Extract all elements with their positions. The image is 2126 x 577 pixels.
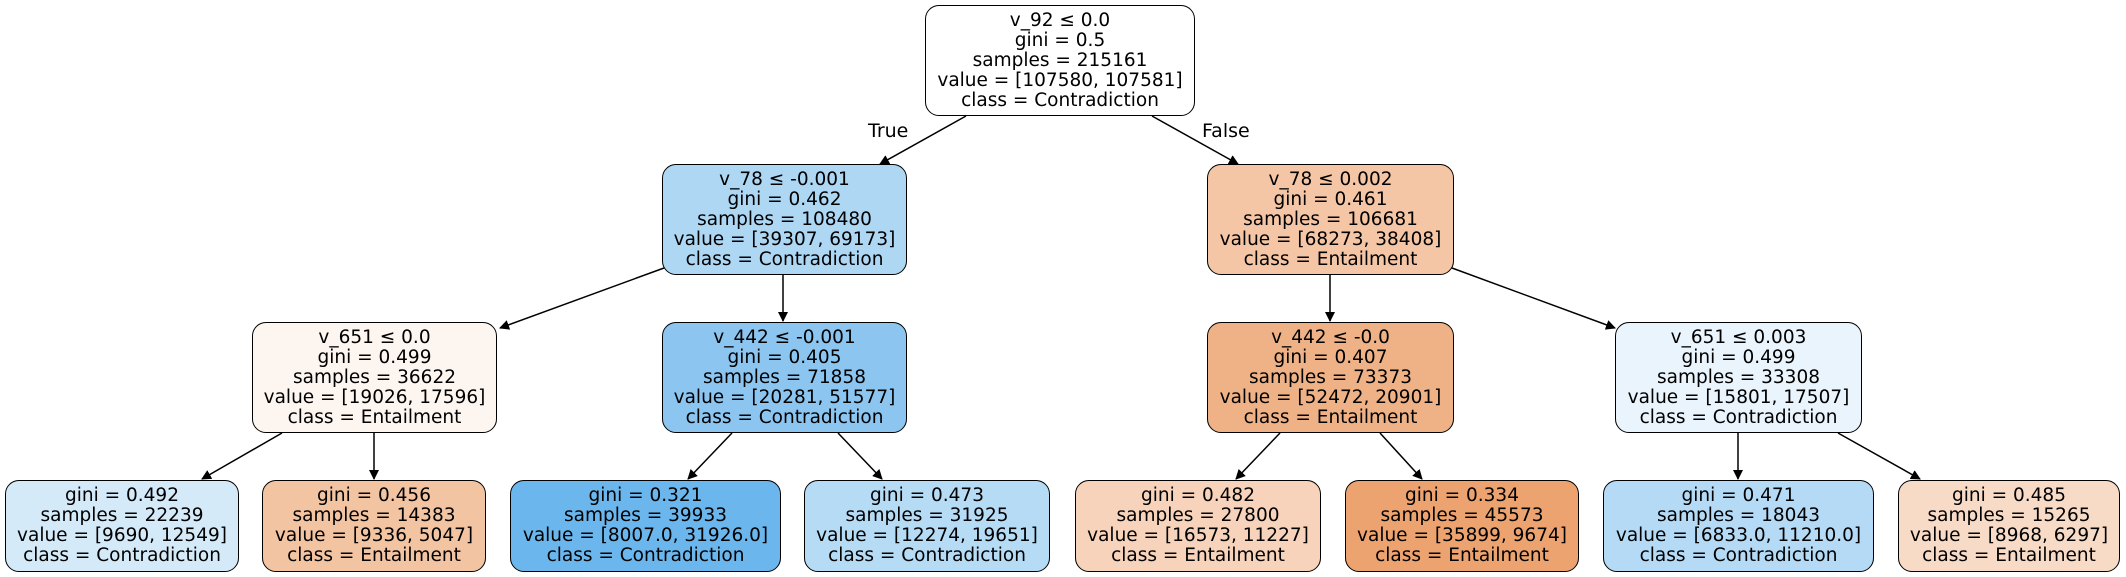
node-gini: gini = 0.485 <box>1952 485 2066 506</box>
node-gini: gini = 0.462 <box>727 188 842 210</box>
node-value: value = [8968, 6297] <box>1909 525 2109 546</box>
node-class: class = Contradiction <box>828 545 1026 566</box>
node-split-rule: v_78 ≤ 0.002 <box>1268 168 1393 190</box>
node-class: class = Entailment <box>1243 406 1418 428</box>
tree-leaf-3: gini = 0.321 samples = 39933 value = [80… <box>510 480 781 572</box>
edge-n1-to-n3 <box>499 267 665 330</box>
node-class: class = Contradiction <box>685 248 884 270</box>
node-value: value = [35899, 9674] <box>1357 525 1567 546</box>
node-gini: gini = 0.5 <box>1014 29 1106 51</box>
node-split-rule: v_442 ≤ -0.001 <box>713 326 856 348</box>
node-class: class = Entailment <box>1243 248 1418 270</box>
node-class: class = Entailment <box>287 406 462 428</box>
node-value: value = [16573, 11227] <box>1087 525 1309 546</box>
tree-leaf-4: gini = 0.473 samples = 31925 value = [12… <box>804 480 1050 572</box>
node-class: class = Contradiction <box>1639 406 1838 428</box>
node-split-rule: v_442 ≤ -0.0 <box>1271 326 1390 348</box>
node-value: value = [9690, 12549] <box>17 525 227 546</box>
edge-n4-to-n9 <box>687 432 733 480</box>
node-value: value = [68273, 38408] <box>1219 228 1442 250</box>
node-gini: gini = 0.482 <box>1141 485 1255 506</box>
node-samples: samples = 39933 <box>563 505 727 526</box>
edge-n3-to-n7 <box>201 432 283 480</box>
node-value: value = [19026, 17596] <box>263 386 486 408</box>
node-samples: samples = 18043 <box>1656 505 1820 526</box>
node-gini: gini = 0.321 <box>588 485 703 506</box>
tree-node-right-right: v_651 ≤ 0.003 gini = 0.499 samples = 333… <box>1615 322 1862 433</box>
node-samples: samples = 27800 <box>1116 505 1280 526</box>
node-gini: gini = 0.334 <box>1405 485 1519 506</box>
edge-label-true: True <box>868 120 909 142</box>
node-gini: gini = 0.492 <box>65 485 179 506</box>
edge-n4-to-n10 <box>837 432 883 480</box>
node-class: class = Contradiction <box>23 545 221 566</box>
node-value: value = [12274, 19651] <box>816 525 1038 546</box>
edge-n5-to-n12 <box>1379 432 1423 480</box>
edge-root-to-right <box>1151 115 1239 165</box>
node-value: value = [20281, 51577] <box>673 386 896 408</box>
tree-leaf-5: gini = 0.482 samples = 27800 value = [16… <box>1075 480 1321 572</box>
node-gini: gini = 0.461 <box>1273 188 1388 210</box>
node-value: value = [9336, 5047] <box>274 525 474 546</box>
tree-leaf-7: gini = 0.471 samples = 18043 value = [68… <box>1603 480 1874 572</box>
node-split-rule: v_651 ≤ 0.0 <box>318 326 431 348</box>
node-class: class = Contradiction <box>961 89 1159 111</box>
tree-node-root: v_92 ≤ 0.0 gini = 0.5 samples = 215161 v… <box>925 5 1195 116</box>
node-samples: samples = 36622 <box>292 366 456 388</box>
node-samples: samples = 22239 <box>40 505 204 526</box>
edge-root-to-left <box>879 115 967 165</box>
node-samples: samples = 33308 <box>1656 366 1820 388</box>
edge-label-false: False <box>1202 120 1250 142</box>
node-value: value = [39307, 69173] <box>673 228 896 250</box>
node-samples: samples = 73373 <box>1248 366 1412 388</box>
node-value: value = [6833.0, 11210.0] <box>1615 525 1862 546</box>
node-class: class = Entailment <box>1922 545 2096 566</box>
node-samples: samples = 14383 <box>292 505 456 526</box>
node-gini: gini = 0.473 <box>870 485 984 506</box>
edge-n6-to-n14 <box>1837 432 1921 480</box>
node-gini: gini = 0.499 <box>317 346 432 368</box>
tree-leaf-1: gini = 0.492 samples = 22239 value = [96… <box>5 480 239 572</box>
node-samples: samples = 215161 <box>972 49 1148 71</box>
node-samples: samples = 71858 <box>702 366 866 388</box>
node-value: value = [8007.0, 31926.0] <box>522 525 769 546</box>
node-gini: gini = 0.405 <box>727 346 842 368</box>
node-gini: gini = 0.499 <box>1681 346 1796 368</box>
node-samples: samples = 106681 <box>1243 208 1418 230</box>
tree-node-right-left: v_442 ≤ -0.0 gini = 0.407 samples = 7337… <box>1207 322 1454 433</box>
tree-node-left-left: v_651 ≤ 0.0 gini = 0.499 samples = 36622… <box>252 322 497 433</box>
node-split-rule: v_92 ≤ 0.0 <box>1009 9 1111 31</box>
node-samples: samples = 31925 <box>845 505 1009 526</box>
tree-leaf-2: gini = 0.456 samples = 14383 value = [93… <box>262 480 486 572</box>
node-gini: gini = 0.407 <box>1273 346 1388 368</box>
node-value: value = [15801, 17507] <box>1627 386 1850 408</box>
node-value: value = [107580, 107581] <box>937 69 1183 91</box>
node-samples: samples = 108480 <box>697 208 872 230</box>
node-split-rule: v_78 ≤ -0.001 <box>719 168 850 190</box>
node-class: class = Contradiction <box>546 545 745 566</box>
node-class: class = Entailment <box>287 545 461 566</box>
node-class: class = Contradiction <box>1639 545 1838 566</box>
tree-leaf-8: gini = 0.485 samples = 15265 value = [89… <box>1898 480 2120 572</box>
node-class: class = Entailment <box>1111 545 1285 566</box>
node-class: class = Contradiction <box>685 406 884 428</box>
tree-node-left: v_78 ≤ -0.001 gini = 0.462 samples = 108… <box>662 164 907 275</box>
node-gini: gini = 0.456 <box>317 485 431 506</box>
tree-node-left-right: v_442 ≤ -0.001 gini = 0.405 samples = 71… <box>662 322 907 433</box>
tree-node-right: v_78 ≤ 0.002 gini = 0.461 samples = 1066… <box>1207 164 1454 275</box>
edge-n5-to-n11 <box>1235 432 1281 480</box>
node-samples: samples = 15265 <box>1927 505 2091 526</box>
edge-n2-to-n6 <box>1451 267 1616 330</box>
node-class: class = Entailment <box>1375 545 1549 566</box>
node-samples: samples = 45573 <box>1380 505 1544 526</box>
tree-leaf-6: gini = 0.334 samples = 45573 value = [35… <box>1345 480 1579 572</box>
node-value: value = [52472, 20901] <box>1219 386 1442 408</box>
node-split-rule: v_651 ≤ 0.003 <box>1670 326 1807 348</box>
node-gini: gini = 0.471 <box>1681 485 1796 506</box>
